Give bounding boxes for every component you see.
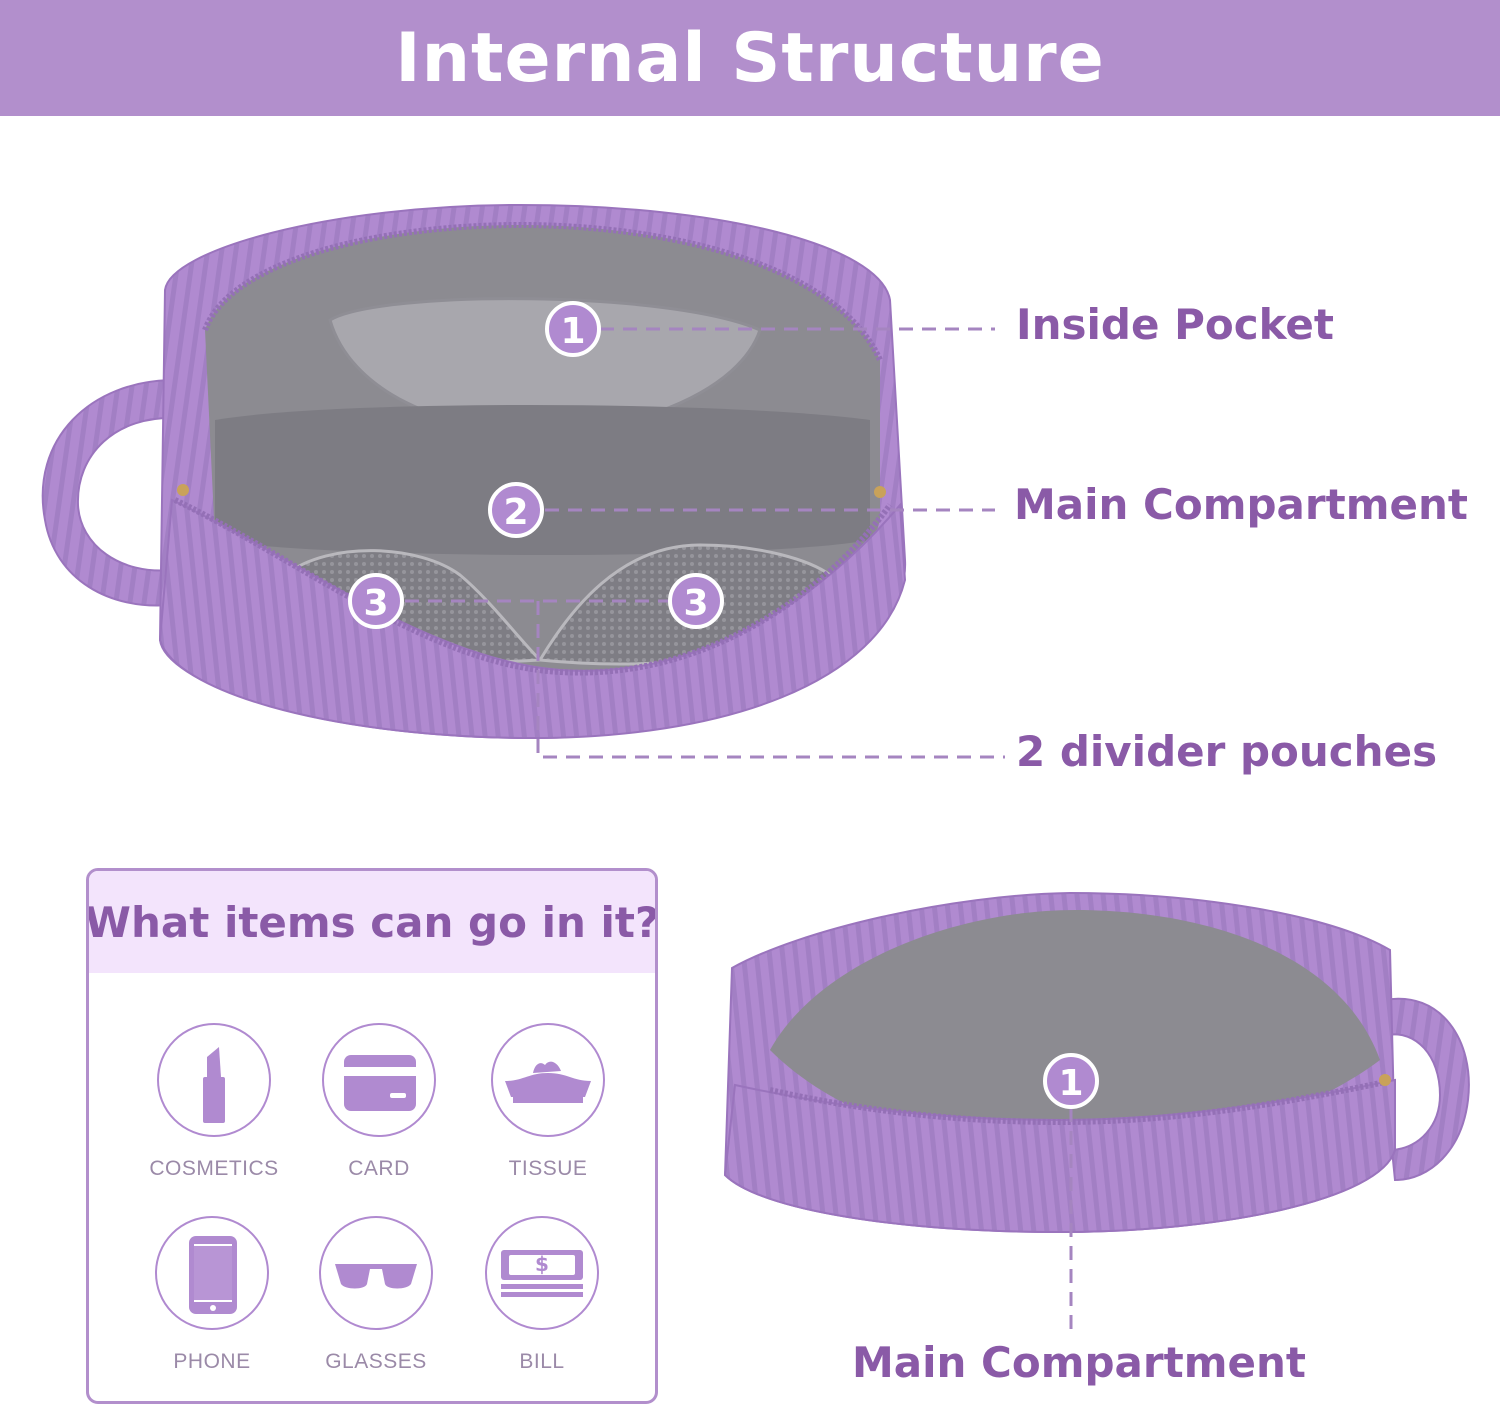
main-compartment-floor — [215, 405, 870, 555]
marker-1-text: 1 — [560, 311, 585, 352]
small-zipper-pull — [1379, 1074, 1391, 1086]
item-circle — [157, 1023, 271, 1137]
zipper-bottom — [173, 497, 893, 676]
bag-handle-left — [41, 378, 180, 607]
item-card: CARD — [294, 1023, 464, 1181]
marker-1: 1 — [545, 301, 601, 357]
small-bag-handle — [1383, 997, 1470, 1182]
item-label: BILL — [519, 1350, 565, 1373]
zipper-pull-left — [177, 484, 189, 496]
small-bag-zipper — [769, 1079, 1386, 1126]
card-icon — [344, 1055, 416, 1111]
small-bag-front — [723, 1078, 1396, 1234]
page-title: Internal Structure — [395, 18, 1105, 98]
item-cosmetics: COSMETICS — [129, 1023, 299, 1181]
label-divider-pouches: 2 divider pouches — [1016, 727, 1438, 776]
lipstick-icon — [203, 1047, 225, 1123]
marker-2: 2 — [488, 482, 544, 538]
marker-3-left-text: 3 — [363, 583, 388, 624]
items-panel-title: What items can go in it? — [86, 897, 658, 947]
item-circle — [319, 1216, 433, 1330]
small-bag-lining — [770, 910, 1380, 1150]
item-circle — [155, 1216, 269, 1330]
open-bag-small — [723, 891, 1470, 1234]
marker-3-right: 3 — [668, 573, 724, 629]
item-glasses: GLASSES — [291, 1216, 461, 1374]
label-inside-pocket: Inside Pocket — [1016, 300, 1334, 349]
open-bag-large — [41, 203, 907, 740]
marker-3-right-text: 3 — [683, 583, 708, 624]
item-circle — [491, 1023, 605, 1137]
bill-icon: $ — [501, 1250, 583, 1297]
items-panel: What items can go in it? COSMETICS CARD — [86, 868, 658, 1404]
item-phone: PHONE — [127, 1216, 297, 1374]
item-label: CARD — [348, 1157, 410, 1180]
marker-small-1-text: 1 — [1058, 1063, 1083, 1104]
item-tissue: TISSUE — [463, 1023, 633, 1181]
phone-icon — [189, 1236, 237, 1314]
item-bill: $ BILL — [457, 1216, 627, 1374]
marker-small-1: 1 — [1043, 1053, 1099, 1109]
item-label: TISSUE — [508, 1157, 588, 1180]
item-label: COSMETICS — [149, 1157, 279, 1180]
marker-3-left: 3 — [348, 573, 404, 629]
item-circle: $ — [485, 1216, 599, 1330]
item-label: PHONE — [173, 1350, 251, 1373]
header-bar: Internal Structure — [0, 0, 1500, 116]
label-main-compartment-small: Main Compartment — [852, 1338, 1306, 1387]
label-main-compartment: Main Compartment — [1014, 480, 1468, 529]
svg-text:$: $ — [535, 1252, 549, 1276]
item-label: GLASSES — [325, 1350, 427, 1373]
items-panel-header: What items can go in it? — [89, 871, 655, 973]
glasses-icon — [335, 1264, 417, 1289]
zipper-top — [202, 221, 883, 362]
callout-lines — [405, 327, 1005, 759]
tissue-icon — [505, 1061, 591, 1103]
marker-2-text: 2 — [503, 492, 528, 533]
item-circle — [322, 1023, 436, 1137]
zipper-pull-right — [874, 486, 886, 498]
callout-line-pouches-drop — [536, 601, 1005, 759]
